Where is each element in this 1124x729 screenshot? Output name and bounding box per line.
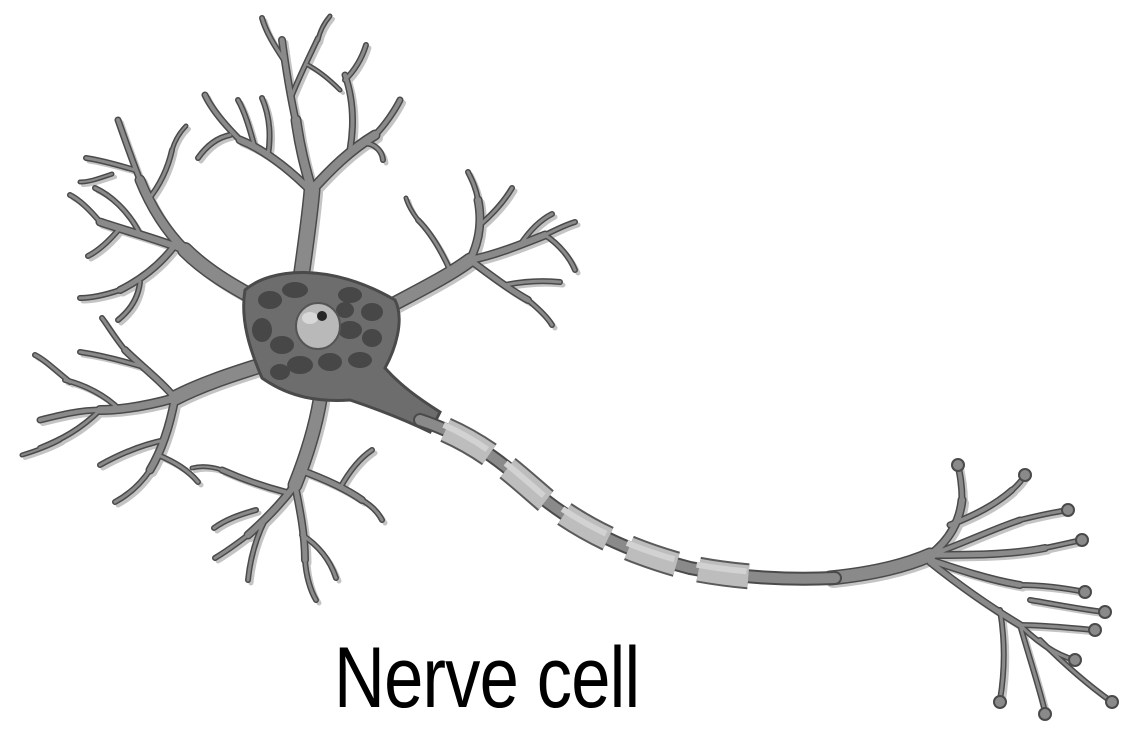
organelle bbox=[282, 282, 308, 298]
organelle bbox=[338, 287, 362, 303]
dendrite-branch bbox=[175, 365, 262, 398]
axon-terminal-knob bbox=[1079, 586, 1091, 598]
organelle bbox=[361, 303, 383, 321]
dendrite-branch bbox=[125, 350, 175, 398]
axon-terminal-knob bbox=[952, 459, 964, 471]
organelle bbox=[270, 364, 290, 380]
dendrite-branch bbox=[222, 470, 285, 492]
axon-terminal-knob bbox=[1062, 504, 1074, 516]
organelle bbox=[258, 291, 282, 309]
axon-terminal-knob bbox=[1106, 696, 1118, 708]
axon-terminal-knob bbox=[1069, 654, 1081, 666]
membrane-highlight bbox=[25, 19, 1115, 715]
organelle bbox=[362, 329, 382, 347]
axon-terminal-knob bbox=[1089, 624, 1101, 636]
axon-terminal-knob bbox=[1099, 606, 1111, 618]
organelle bbox=[318, 353, 342, 371]
dendrite-branch bbox=[545, 235, 575, 270]
dendrite-branch bbox=[35, 355, 70, 382]
nucleus-shine bbox=[302, 312, 318, 324]
axon-terminal-knob bbox=[1039, 708, 1051, 720]
diagram-caption: Nerve cell bbox=[334, 628, 639, 728]
dendrite-branch bbox=[528, 300, 552, 325]
dendrite-branch bbox=[120, 245, 175, 290]
axon bbox=[418, 415, 835, 579]
membrane-fill bbox=[22, 16, 1112, 712]
axon-terminal-knob bbox=[994, 696, 1006, 708]
nucleus bbox=[296, 303, 340, 349]
dendrite-branch bbox=[392, 260, 470, 305]
dendrite-branch bbox=[65, 380, 120, 410]
organelle bbox=[287, 356, 313, 374]
organelle bbox=[338, 321, 362, 339]
dendrite-branch bbox=[830, 555, 930, 578]
organelle bbox=[270, 336, 294, 354]
nucleolus bbox=[317, 311, 327, 321]
organelle bbox=[348, 352, 372, 368]
axon-terminal-knob bbox=[1019, 469, 1031, 481]
membrane-outline bbox=[22, 16, 1112, 712]
organelle bbox=[252, 318, 272, 342]
axon-terminal-knob bbox=[1076, 534, 1088, 546]
